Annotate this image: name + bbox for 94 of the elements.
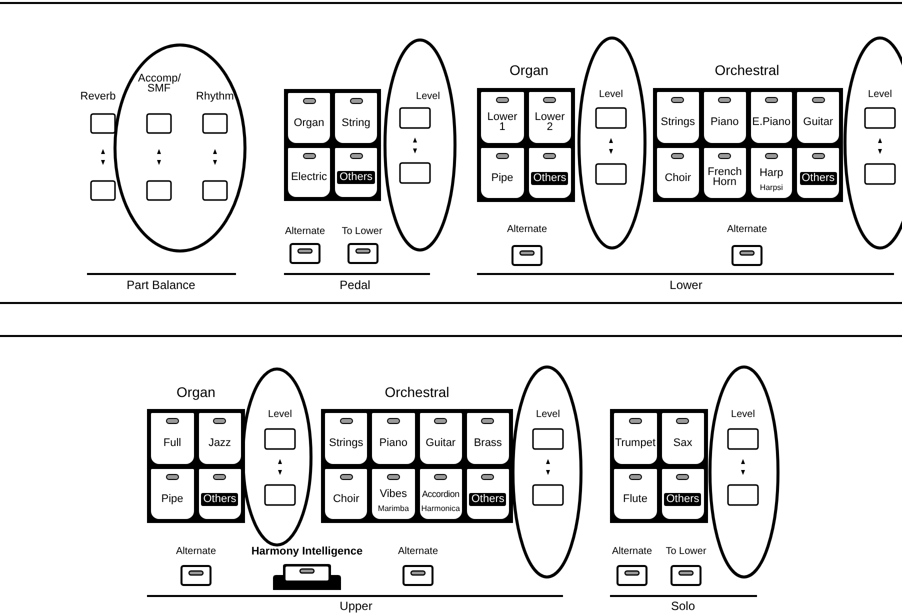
tone-button	[660, 412, 705, 464]
panel-label: Orchestral	[714, 63, 780, 77]
panel-label: Pedal	[340, 279, 370, 291]
tone-button	[613, 468, 658, 520]
button-label: Accordion	[422, 490, 460, 499]
button-label: Choir	[332, 494, 360, 505]
tone-button	[371, 412, 416, 464]
button-sublabel: Harmonica	[421, 505, 460, 513]
panel-label: Organ	[176, 385, 216, 399]
panel-label: Alternate	[506, 225, 548, 235]
panel-label: Alternate	[398, 547, 438, 557]
button-label: Organ	[294, 118, 324, 129]
panel-label: Part Balance	[126, 279, 196, 291]
tone-button	[287, 146, 331, 198]
tone-button	[418, 468, 463, 520]
panel-label: Accomp/ SMF	[138, 74, 180, 94]
button-label: Vibes	[380, 488, 408, 500]
button-label: Others	[664, 492, 702, 506]
tone-button	[198, 412, 242, 464]
tone-button	[796, 146, 840, 199]
button-label: Choir	[664, 172, 692, 184]
tone-button	[656, 146, 700, 199]
panel-label: Level	[731, 410, 755, 420]
button-label: Harp	[759, 168, 784, 179]
panel-label: Level	[268, 410, 292, 420]
panel-label: Orchestral	[384, 385, 450, 399]
button-label: Brass	[474, 438, 502, 450]
panel-label: Alternate	[612, 547, 652, 557]
panel-label: Level	[416, 92, 440, 102]
panel-label: Organ	[510, 63, 548, 77]
button-label: Others	[800, 172, 837, 185]
button-label: French Horn	[708, 168, 742, 188]
button-label: Guitar	[803, 117, 834, 128]
tone-button	[324, 468, 368, 520]
panel-label: Solo	[670, 600, 696, 612]
button-label: Lower 2	[534, 112, 566, 133]
tone-button	[150, 468, 194, 520]
button-label: Guitar	[426, 438, 456, 450]
panel-label: Level	[536, 410, 560, 420]
tone-button	[334, 146, 378, 198]
button-label: Sax	[673, 438, 692, 450]
tone-button	[702, 146, 746, 199]
tone-button	[150, 412, 194, 464]
tone-button	[287, 92, 331, 144]
button-sublabel: Harpsi	[760, 184, 783, 192]
tone-button	[324, 412, 368, 464]
button-label: Piano	[710, 117, 739, 128]
button-sublabel: Marimba	[378, 505, 409, 513]
button-label: Pipe	[491, 172, 514, 184]
panel-label: Level	[599, 90, 623, 100]
panel-label: Harmony Intelligence	[251, 546, 363, 558]
button-label: E.Piano	[752, 117, 791, 128]
button-label: Pipe	[161, 494, 184, 505]
panel-label: Alternate	[726, 225, 768, 235]
tone-button	[334, 92, 378, 144]
panel-label: Rhythm	[196, 92, 234, 102]
tone-button	[750, 146, 794, 199]
tone-button	[528, 146, 572, 199]
panel-label: Level	[868, 90, 892, 100]
tone-button	[796, 91, 840, 144]
button-label: Others	[201, 492, 238, 506]
tone-button	[528, 91, 572, 144]
tone-button	[660, 468, 705, 520]
button-label: Others	[531, 172, 568, 185]
tone-button	[480, 146, 524, 199]
button-label: Piano	[379, 438, 408, 450]
button-label: Strings	[329, 438, 364, 450]
tone-button	[750, 91, 794, 144]
tone-button	[466, 412, 510, 464]
panel-label: Upper	[340, 600, 372, 612]
panel-label: Alternate	[176, 547, 216, 557]
panel-label: Alternate	[284, 227, 326, 237]
button-label: Flute	[623, 494, 648, 505]
button-label: Trumpet	[614, 438, 656, 450]
tone-button	[613, 412, 658, 464]
tone-button	[480, 91, 524, 144]
button-label: Electric	[290, 172, 328, 184]
button-label: Others	[469, 492, 506, 506]
button-label: Strings	[660, 117, 695, 128]
panel-label: To Lower	[666, 547, 706, 557]
panel-label: To Lower	[342, 227, 382, 237]
tone-button	[702, 91, 746, 144]
tone-button	[198, 468, 242, 520]
button-label: Full	[163, 438, 182, 450]
tone-button	[466, 468, 510, 520]
button-label: Jazz	[208, 438, 232, 450]
tone-button	[418, 412, 463, 464]
button-label: Others	[337, 171, 374, 184]
panel-label: Lower	[670, 279, 702, 291]
tone-button	[371, 468, 416, 520]
button-label: String	[342, 118, 370, 129]
panel-label: Reverb	[80, 92, 116, 102]
tone-button	[656, 91, 700, 144]
button-label: Lower 1	[486, 112, 518, 133]
